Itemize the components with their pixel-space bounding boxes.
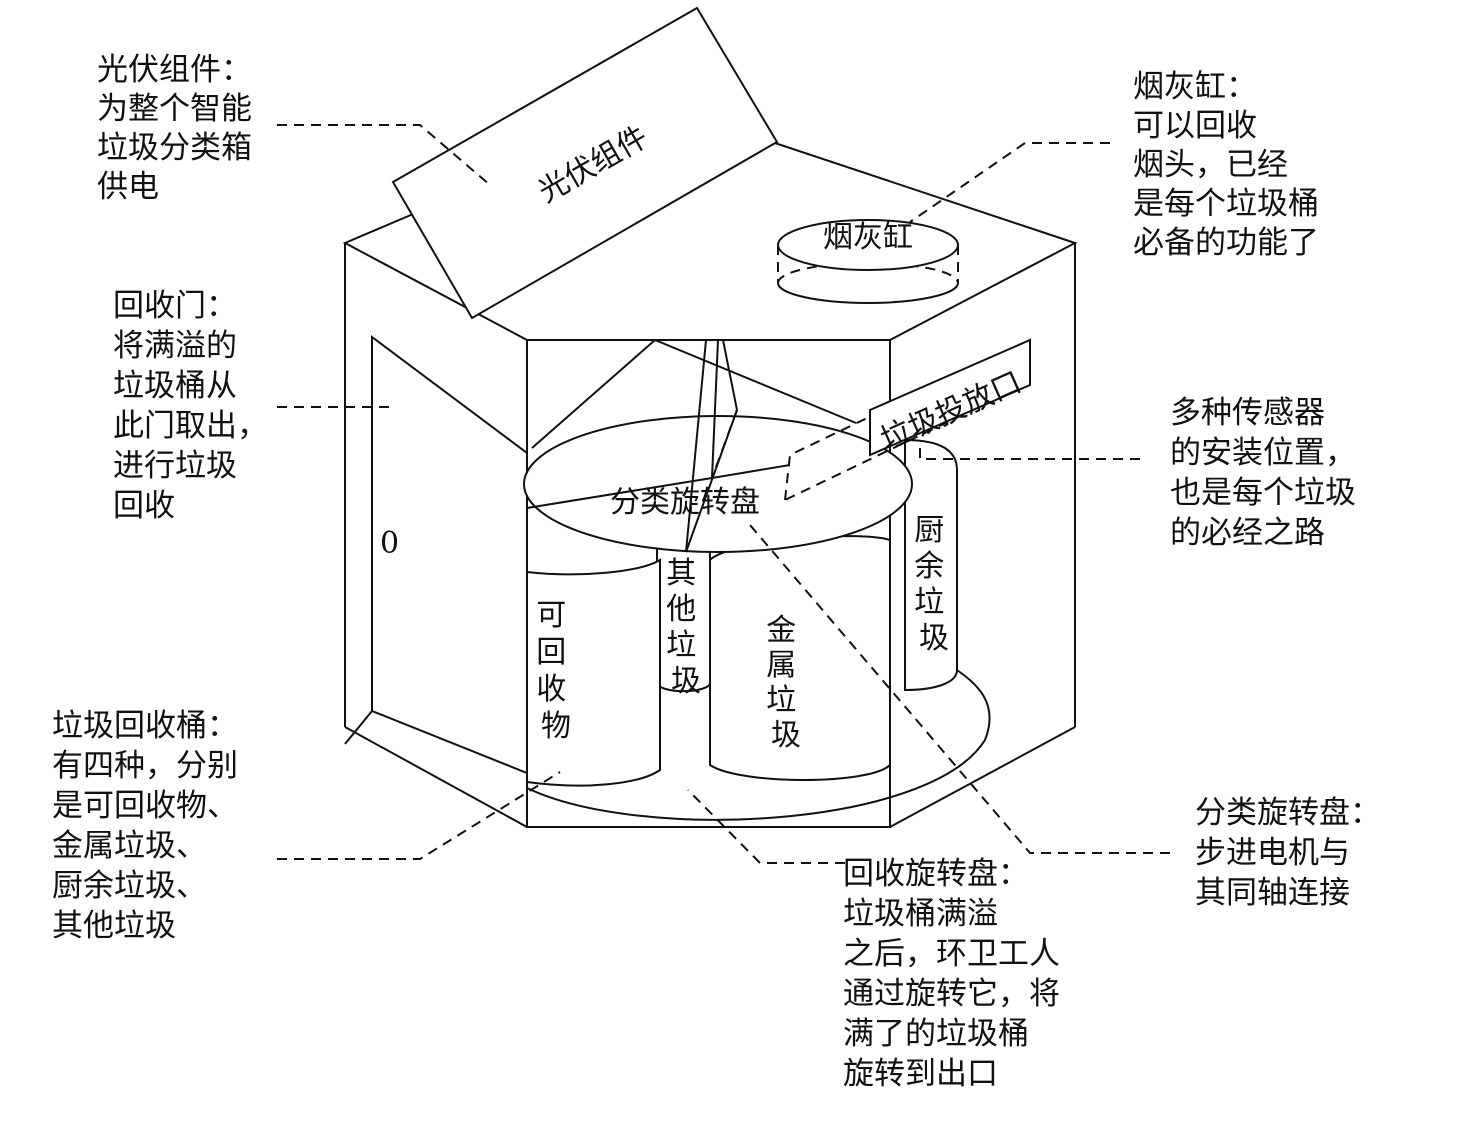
callout-sort-disk: 分类旋转盘： 步进电机与 其同轴连接: [1195, 795, 1391, 911]
door-label: 0: [380, 526, 399, 561]
bin-kitchen: 厨 余 垃 圾: [904, 438, 958, 692]
bin-other: 其 他 垃 圾: [656, 538, 711, 699]
solar-panel: [391, 6, 779, 320]
leader-lines: [277, 124, 1170, 864]
callout-sensors: 多种传感器 的安装位置， 也是每个垃圾 的必经之路: [1170, 395, 1366, 551]
bin-recyclable-label: 可 回 收 物: [536, 598, 576, 744]
callout-solar: 光伏组件： 为整个智能 垃圾分类箱 供电: [97, 52, 262, 205]
recycle-disk: [526, 669, 991, 821]
bin-metal-label: 金 属 垃 圾: [766, 613, 806, 753]
callout-ashtray: 烟灰缸： 可以回收 烟头，已经 是每个垃圾桶 必备的功能了: [1133, 69, 1329, 261]
callout-door: 回收门： 将满溢的 垃圾桶从 此门取出， 进行垃圾 回收: [113, 288, 278, 524]
bin-metal: 金 属 垃 圾: [709, 535, 891, 781]
bin-other-label: 其 他 垃 圾: [666, 556, 706, 699]
callout-bins: 垃圾回收桶： 有四种，分别 是可回收物、 金属垃圾、 厨余垃圾、 其他垃圾: [52, 708, 248, 944]
sorting-disk: 分类旋转盘: [523, 339, 913, 553]
bin-kitchen-label: 厨 余 垃 圾: [914, 513, 954, 656]
callout-recycle-disk: 回收旋转盘： 垃圾桶满溢 之后，环卫工人 通过旋转它，将 满了的垃圾桶 旋转到出…: [843, 856, 1070, 1092]
ashtray-label: 烟灰缸: [823, 220, 913, 255]
bin-recyclable: 可 回 收 物: [526, 558, 661, 787]
sorting-disk-label: 分类旋转盘: [610, 485, 760, 520]
ashtray: 烟灰缸: [777, 219, 959, 304]
